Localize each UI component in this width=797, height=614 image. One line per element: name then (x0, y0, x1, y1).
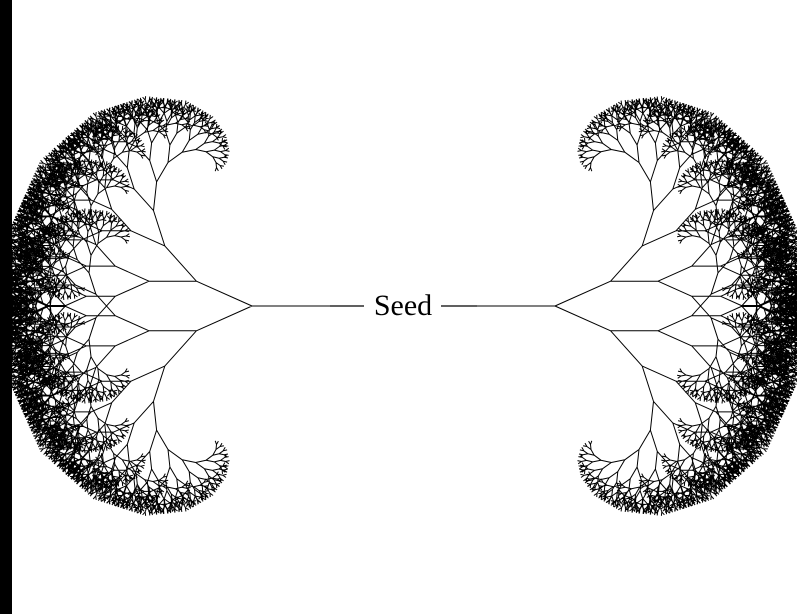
seed-label: Seed (374, 289, 432, 322)
